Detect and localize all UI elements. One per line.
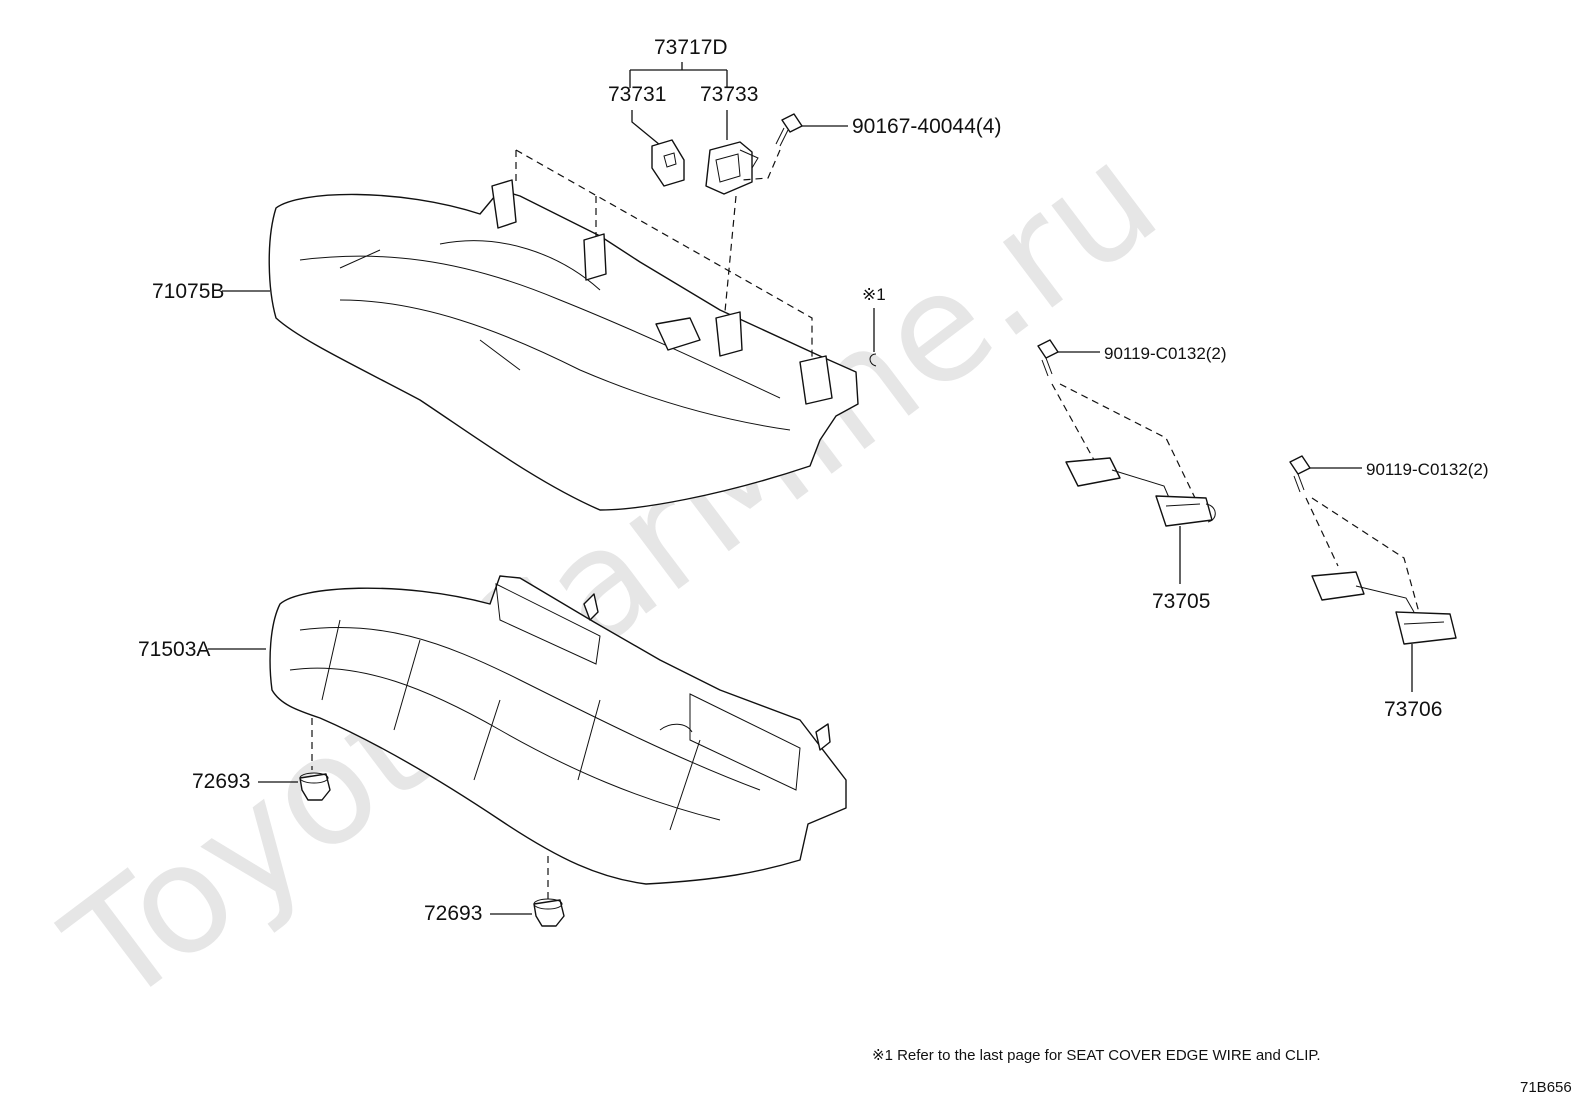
label-73706: 73706: [1384, 698, 1442, 721]
belt-guide-73733-part: [705, 141, 759, 195]
clip-72693-b-part: [533, 898, 565, 927]
edge-wire-reference: ※1: [862, 285, 886, 367]
bolt-90119-b-part: [1289, 455, 1311, 493]
footnote: ※1 Refer to the last page for SEAT COVER…: [872, 1047, 1321, 1064]
label-72693-b: 72693: [424, 902, 482, 925]
label-72693-a: 72693: [192, 770, 250, 793]
diagram-code: 71B656: [1520, 1079, 1572, 1096]
label-73733: 73733: [700, 83, 758, 106]
anchor-73705-group: 90119-C0132(2) 73705: [1037, 339, 1227, 613]
belt-guide-group: 73717D 73731 73733 90167-40044(4): [608, 36, 1001, 323]
screw-90167-part: [775, 113, 803, 147]
label-edge-wire-ref: ※1: [862, 285, 886, 304]
seat-cushion-pad-71503A: 71503A: [138, 575, 847, 900]
label-90119-C0132-b: 90119-C0132(2): [1366, 460, 1489, 479]
label-90119-C0132-a: 90119-C0132(2): [1104, 344, 1227, 363]
seat-back-cover-71075B: 71075B: [152, 149, 859, 511]
label-71075B: 71075B: [152, 280, 224, 303]
label-73731: 73731: [608, 83, 666, 106]
label-71503A: 71503A: [138, 638, 210, 661]
label-73705: 73705: [1152, 590, 1210, 613]
label-73717D: 73717D: [654, 36, 728, 59]
belt-guide-73731-part: [651, 139, 685, 187]
clip-72693-a-part: [299, 772, 331, 801]
anchor-73706-group: 90119-C0132(2) 73706: [1289, 455, 1489, 721]
label-90167-40044: 90167-40044(4): [852, 115, 1001, 138]
